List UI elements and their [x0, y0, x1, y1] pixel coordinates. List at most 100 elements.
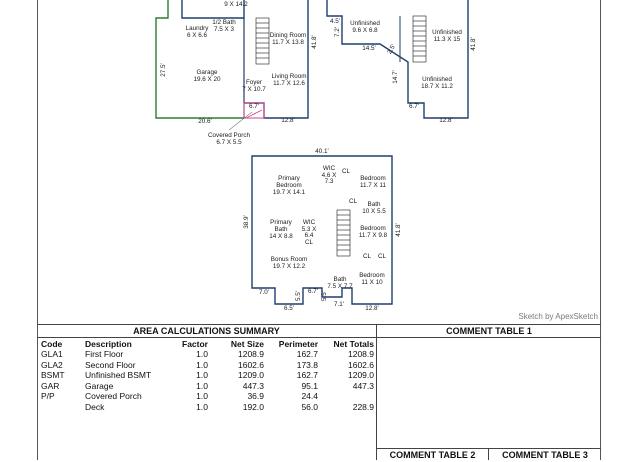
cell-perimeter: 56.0 [301, 401, 318, 412]
table-header-row: Code Description Factor Net Size Perimet… [37, 338, 377, 349]
dim-basement-e: 14.7' [392, 70, 399, 83]
porch-leader-line [228, 111, 253, 131]
room-name-unfinished-3: Unfinished [422, 76, 452, 83]
cell-code: GLA2 [41, 359, 63, 370]
basement-plan: Unfinished 9.6 X 6.8 Unfinished 11.3 X 1… [326, 0, 477, 124]
garage-walls [155, 0, 244, 119]
room-dims-wic-2b: 6.4 [305, 232, 314, 239]
comment-table-2-title: COMMENT TABLE 2 [389, 450, 476, 460]
floor-plan-sketch: 9 X 14.2 Laundry 6 X 6.6 1/2 Bath 7.5 X … [155, 0, 477, 312]
table-row: GLA2 Second Floor 1.0 1602.6 173.8 1602.… [37, 360, 377, 371]
room-name-bath-1: Bath [368, 201, 381, 208]
dim-basement-c: 14.5' [362, 45, 375, 52]
col-header-code: Code [41, 338, 63, 349]
dim-first-right: 41.8' [311, 35, 318, 48]
dim-porch: 6.7' [249, 103, 259, 110]
cell-net-size: 1209.0 [238, 370, 264, 380]
room-dims-unfinished-1: 9.6 X 6.8 [352, 27, 378, 34]
porch-hatch [245, 109, 263, 119]
cell-perimeter: 162.7 [296, 349, 318, 359]
room-name-wic-2: WIC [303, 219, 316, 226]
second-floor-plan: Primary Bedroom 19.7 X 14.1 WIC 4.6 X 7.… [243, 148, 402, 312]
basement-stairs [412, 15, 427, 63]
cell-description: Second Floor [85, 359, 136, 370]
room-dims-wic-2a: 5.3 X [302, 226, 318, 233]
dim-second-d: 6.7' [308, 288, 318, 295]
comment-table-3: COMMENT TABLE 3 [489, 448, 601, 460]
area-calculations-summary: AREA CALCULATIONS SUMMARY Code Descripti… [37, 324, 377, 460]
room-dims-garage: 19.6 X 20 [194, 76, 221, 83]
first-floor-stairs [255, 17, 270, 65]
cell-description: First Floor [85, 349, 124, 359]
room-name-bath-2: Bath [334, 276, 347, 283]
cell-net-total [321, 391, 377, 402]
col-header-factor: Factor [182, 338, 208, 349]
cell-description: Deck [85, 401, 105, 412]
cell-description: Unfinished BSMT [85, 370, 152, 380]
room-name-primary-bedroom-1: Primary [278, 175, 301, 182]
cell-perimeter: 162.7 [296, 370, 318, 380]
table-row: GAR Garage 1.0 447.3 95.1 447.3 [37, 381, 377, 392]
room-dims-wic-1a: 4.6 X [322, 172, 338, 179]
cell-factor: 1.0 [196, 380, 208, 391]
cell-perimeter: 173.8 [296, 359, 318, 370]
room-name-covered-porch: Covered Porch [208, 132, 250, 139]
closet-label-2: CL [349, 198, 358, 205]
dim-basement-a: 4.5' [330, 18, 340, 25]
room-dims-primary-bath: 14 X 8.8 [269, 233, 293, 240]
cell-description: Garage [85, 380, 114, 391]
dim-second-right: 41.8' [395, 223, 402, 236]
comment-table-1: COMMENT TABLE 1 [377, 324, 601, 448]
dim-second-e: 5.5' [321, 291, 328, 301]
dim-basement-right: 41.8' [470, 37, 477, 50]
room-dims-foyer: 7 X 10.7 [242, 86, 266, 93]
cell-perimeter: 24.4 [301, 391, 318, 401]
table-row: Deck 1.0 192.0 56.0 228.9 [37, 402, 377, 413]
dim-second-b: 6.5' [284, 305, 294, 312]
basement-walls [326, 0, 469, 119]
cell-code: BSMT [41, 370, 65, 380]
first-floor-walls-right [244, 0, 309, 119]
room-dims-dining: 11.7 X 13.8 [272, 39, 304, 46]
cell-perimeter: 95.1 [301, 380, 318, 391]
cell-net-total: 447.3 [352, 380, 374, 391]
dim-basement-bottom: 12.8' [439, 117, 452, 124]
dim-garage-side: 27.5' [160, 63, 167, 76]
room-dims-primary-bedroom: 19.7 X 14.1 [273, 189, 306, 196]
closet-label-4: CL [363, 253, 372, 260]
room-name-bedroom-2: Bedroom [360, 225, 386, 232]
room-dims-bath-1: 10 X 5.5 [362, 208, 386, 215]
table-row: GLA1 First Floor 1.0 1208.9 162.7 1208.9 [37, 349, 377, 360]
dim-living-bottom: 12.8' [281, 117, 294, 124]
cell-net-size: 447.3 [242, 380, 264, 391]
cell-net-total: 1602.6 [348, 359, 374, 370]
room-name-primary-bath-2: Bath [275, 226, 288, 233]
cell-net-size: 192.0 [242, 401, 264, 412]
room-name-living: Living Room [272, 73, 307, 80]
room-name-primary-bath-1: Primary [270, 219, 293, 226]
dim-second-left: 38.9' [243, 215, 250, 228]
col-header-net-totals: Net Totals [333, 338, 374, 349]
dim-second-f: 7.1' [334, 301, 344, 308]
dim-garage-bottom: 20.6' [198, 118, 211, 125]
cell-code [37, 402, 81, 413]
cell-code: GLA1 [41, 349, 63, 359]
dim-second-bottom: 12.8' [365, 305, 378, 312]
col-header-net-size: Net Size [230, 338, 264, 349]
cell-code: GAR [41, 380, 60, 391]
table-row: P/P Covered Porch 1.0 36.9 24.4 [37, 391, 377, 402]
room-name-unfinished-2: Unfinished [432, 29, 462, 36]
room-dims-half-bath: 7.5 X 3 [214, 26, 234, 33]
room-dims-bedroom-3: 11 X 10 [361, 279, 383, 286]
second-floor-walls [251, 155, 393, 305]
dim-basement-d: 2.5' [386, 43, 397, 55]
room-name-wic-1: WIC [323, 165, 336, 172]
room-name-half-bath: 1/2 Bath [212, 19, 236, 26]
room-name-bedroom-3: Bedroom [359, 272, 385, 279]
cell-factor: 1.0 [196, 349, 208, 359]
comment-table-3-title: COMMENT TABLE 3 [502, 450, 588, 460]
closet-label-3: CL [305, 239, 314, 246]
room-dims-unfinished-2: 11.3 X 15 [434, 36, 461, 43]
sketch-frame [37, 0, 601, 460]
room-dims-wic-1b: 7.3 [325, 178, 334, 185]
